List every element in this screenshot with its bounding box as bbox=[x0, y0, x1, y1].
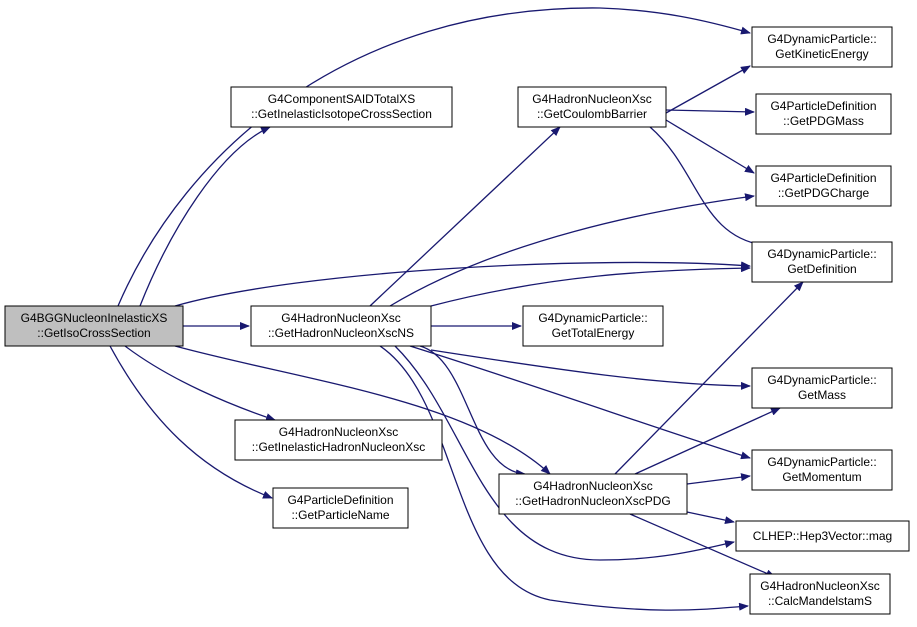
node-label-line-1: G4ParticleDefinition bbox=[287, 493, 393, 507]
node-label-line-1: G4ParticleDefinition bbox=[770, 99, 876, 113]
node-box bbox=[751, 449, 893, 491]
node-box bbox=[751, 241, 893, 283]
node-box bbox=[755, 93, 892, 135]
node-coulomb[interactable]: G4HadronNucleonXsc::GetCoulombBarrier bbox=[517, 86, 667, 128]
node-inel-hn[interactable]: G4HadronNucleonXsc::GetInelasticHadronNu… bbox=[234, 419, 443, 461]
node-label-line-2: GetKineticEnergy bbox=[775, 47, 868, 61]
edge-ns-to-mag bbox=[394, 345, 735, 561]
edge-ns-to-coulomb bbox=[369, 126, 561, 307]
edge-pdg_xsc-to-definition bbox=[614, 281, 804, 475]
node-label-line-2: GetMass bbox=[798, 388, 846, 402]
node-label-line-2: ::GetPDGMass bbox=[783, 114, 864, 128]
node-box bbox=[751, 367, 893, 409]
node-pdg-mass[interactable]: G4ParticleDefinition::GetPDGMass bbox=[755, 93, 892, 135]
node-label-line-2: ::CalcMandelstamS bbox=[768, 594, 872, 608]
node-label-line-1: G4HadronNucleonXsc bbox=[279, 425, 398, 439]
node-box bbox=[272, 487, 409, 529]
node-pdg-charge[interactable]: G4ParticleDefinition::GetPDGCharge bbox=[755, 165, 892, 207]
edge-ns-to-pdg_charge bbox=[389, 193, 755, 307]
node-momentum[interactable]: G4DynamicParticle::GetMomentum bbox=[751, 449, 893, 491]
node-label-line-2: ::GetIsoCrossSection bbox=[37, 326, 150, 340]
node-mass[interactable]: G4DynamicParticle::GetMass bbox=[751, 367, 893, 409]
node-label-line-2: ::GetInelasticHadronNucleonXsc bbox=[252, 440, 425, 454]
edge-pdg_xsc-to-momentum bbox=[686, 473, 751, 485]
node-box bbox=[755, 165, 892, 207]
node-box bbox=[234, 419, 443, 461]
edge-coulomb-to-kinetic bbox=[665, 65, 751, 114]
edge-root-to-definition bbox=[174, 261, 751, 307]
node-ns[interactable]: G4HadronNucleonXsc::GetHadronNucleonXscN… bbox=[250, 305, 432, 347]
edge-coulomb-to-definition bbox=[649, 126, 771, 250]
node-box bbox=[250, 305, 432, 347]
node-said[interactable]: G4ComponentSAIDTotalXS::GetInelasticIsot… bbox=[230, 86, 453, 128]
node-label-line-1: G4HadronNucleonXsc bbox=[532, 92, 651, 106]
node-box bbox=[751, 26, 893, 68]
node-box bbox=[735, 520, 910, 552]
edge-pdg_xsc-to-mandelstam bbox=[629, 513, 776, 578]
edge-coulomb-to-pdg_mass bbox=[665, 107, 755, 116]
node-label-line-1: G4DynamicParticle:: bbox=[767, 32, 876, 46]
edge-ns-to-momentum bbox=[409, 345, 751, 460]
node-label-line-1: CLHEP::Hep3Vector::mag bbox=[753, 529, 892, 543]
node-label-line-1: G4ParticleDefinition bbox=[770, 171, 876, 185]
node-label-line-2: ::GetPDGCharge bbox=[778, 186, 870, 200]
node-mag[interactable]: CLHEP::Hep3Vector::mag bbox=[735, 520, 910, 552]
node-root[interactable]: G4BGGNucleonInelasticXS::GetIsoCrossSect… bbox=[4, 305, 184, 347]
node-box bbox=[4, 305, 184, 347]
node-mandelstam[interactable]: G4HadronNucleonXsc::CalcMandelstamS bbox=[749, 573, 891, 615]
edge-coulomb-to-pdg_charge bbox=[665, 119, 755, 174]
node-label-line-1: G4HadronNucleonXsc bbox=[281, 311, 400, 325]
node-layer: G4BGGNucleonInelasticXS::GetIsoCrossSect… bbox=[4, 26, 910, 615]
edge-root-to-pdg_xsc bbox=[174, 345, 551, 475]
edge-pdg_xsc-to-mag bbox=[686, 511, 735, 525]
node-label-line-2: ::GetCoulombBarrier bbox=[537, 107, 647, 121]
node-definition[interactable]: G4DynamicParticle::GetDefinition bbox=[751, 241, 893, 283]
node-pname[interactable]: G4ParticleDefinition::GetParticleName bbox=[272, 487, 409, 529]
node-total-energy[interactable]: G4DynamicParticle::GetTotalEnergy bbox=[522, 305, 664, 347]
edge-root-to-pname bbox=[109, 345, 273, 499]
edge-pdg_xsc-to-mass bbox=[634, 407, 781, 475]
edge-ns-to-mass bbox=[430, 349, 751, 390]
node-label-line-1: G4BGGNucleonInelasticXS bbox=[21, 311, 168, 325]
node-label-line-1: G4ComponentSAIDTotalXS bbox=[268, 92, 415, 106]
node-label-line-1: G4DynamicParticle:: bbox=[767, 455, 876, 469]
node-box bbox=[498, 473, 688, 515]
edge-layer bbox=[109, 7, 804, 611]
edge-ns-to-pdg_xsc bbox=[419, 345, 526, 478]
node-label-line-1: G4DynamicParticle:: bbox=[767, 247, 876, 261]
node-kinetic[interactable]: G4DynamicParticle::GetKineticEnergy bbox=[751, 26, 893, 68]
node-label-line-2: ::GetInelasticIsotopeCrossSection bbox=[251, 107, 432, 121]
node-label-line-1: G4DynamicParticle:: bbox=[767, 373, 876, 387]
node-box bbox=[230, 86, 453, 128]
edge-root-to-kinetic bbox=[117, 7, 751, 307]
node-label-line-2: ::GetHadronNucleonXscNS bbox=[268, 326, 414, 340]
edge-ns-to-definition bbox=[430, 264, 751, 307]
node-label-line-1: G4HadronNucleonXsc bbox=[760, 579, 879, 593]
node-label-line-2: GetMomentum bbox=[782, 470, 861, 484]
node-box bbox=[522, 305, 664, 347]
node-label-line-1: G4DynamicParticle:: bbox=[538, 311, 647, 325]
edge-root-to-inel_hn bbox=[124, 345, 276, 421]
node-pdg-xsc[interactable]: G4HadronNucleonXsc::GetHadronNucleonXscP… bbox=[498, 473, 688, 515]
node-label-line-1: G4HadronNucleonXsc bbox=[533, 479, 652, 493]
node-label-line-2: ::GetHadronNucleonXscPDG bbox=[515, 494, 670, 508]
node-label-line-2: GetDefinition bbox=[787, 262, 856, 276]
node-box bbox=[517, 86, 667, 128]
node-box bbox=[749, 573, 891, 615]
node-label-line-2: ::GetParticleName bbox=[291, 508, 389, 522]
node-label-line-2: GetTotalEnergy bbox=[552, 326, 635, 340]
edge-root-to-said bbox=[139, 126, 271, 307]
edge-ns-to-mandelstam bbox=[379, 345, 749, 611]
